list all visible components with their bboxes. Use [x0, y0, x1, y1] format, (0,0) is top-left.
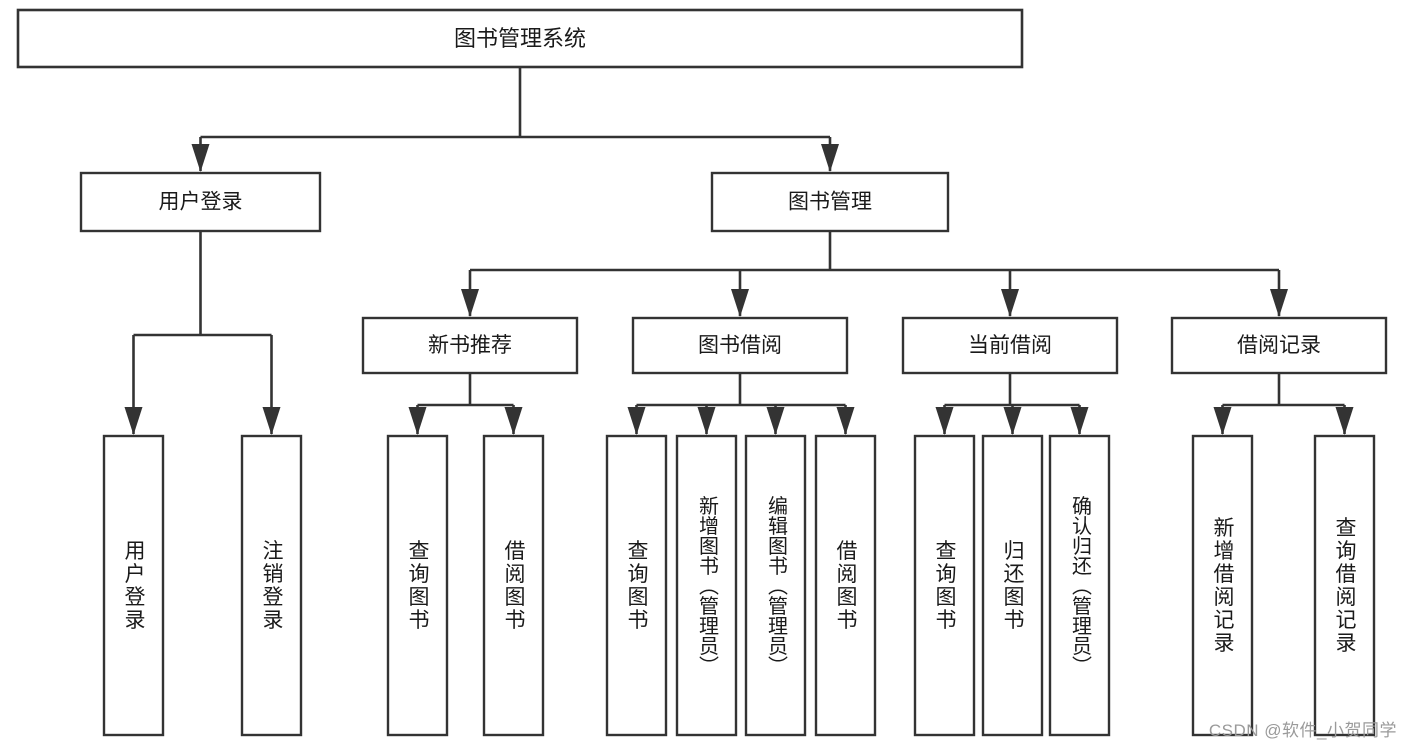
node-leaf-8[interactable]: 查询图书: [913, 434, 976, 737]
node-level1-1[interactable]: 图书管理: [710, 171, 950, 233]
node-level2-rect[interactable]: [901, 316, 1119, 375]
node-root[interactable]: 图书管理系统: [16, 8, 1024, 69]
node-leaf-label: 注销登录: [260, 540, 284, 632]
node-layer: 图书管理系统用户登录图书管理新书推荐图书借阅当前借阅借阅记录用户登录注销登录查询…: [16, 8, 1388, 737]
arrow-head-icon: [1213, 407, 1232, 435]
node-leaf-2[interactable]: 查询图书: [386, 434, 449, 737]
node-leaf-rect[interactable]: [1191, 434, 1254, 737]
node-leaf-label: 确认归还（管理员）: [1069, 495, 1092, 675]
node-leaf-0[interactable]: 用户登录: [102, 434, 165, 737]
node-leaf-7[interactable]: 借阅图书: [814, 434, 877, 737]
arrow-head-icon: [461, 289, 479, 317]
node-level1-label: 图书管理: [788, 191, 872, 214]
node-leaf-rect[interactable]: [482, 434, 545, 737]
arrow-head-icon: [1001, 289, 1019, 317]
node-level2-0[interactable]: 新书推荐: [361, 316, 579, 375]
arrow-head-icon: [935, 407, 954, 435]
arrow-head-icon: [408, 407, 427, 435]
node-level1-rect[interactable]: [710, 171, 950, 233]
node-leaf-rect[interactable]: [814, 434, 877, 737]
node-level2-rect[interactable]: [361, 316, 579, 375]
arrow-head-icon: [504, 407, 523, 435]
node-leaf-9[interactable]: 归还图书: [981, 434, 1044, 737]
node-level2-2[interactable]: 当前借阅: [901, 316, 1119, 375]
arrow-head-icon: [836, 407, 855, 435]
node-level2-label: 借阅记录: [1237, 334, 1321, 357]
node-leaf-rect[interactable]: [240, 434, 303, 737]
arrow-head-icon: [262, 407, 281, 435]
node-leaf-rect[interactable]: [1313, 434, 1376, 737]
node-leaf-12[interactable]: 查询借阅记录: [1313, 434, 1376, 737]
node-level1-rect[interactable]: [79, 171, 322, 233]
arrow-head-icon: [697, 407, 716, 435]
node-level2-3[interactable]: 借阅记录: [1170, 316, 1388, 375]
arrow-head-icon: [1335, 407, 1354, 435]
node-leaf-rect[interactable]: [675, 434, 738, 737]
node-leaf-4[interactable]: 查询图书: [605, 434, 668, 737]
node-leaf-label: 查询借阅记录: [1333, 517, 1357, 655]
node-level1-0[interactable]: 用户登录: [79, 171, 322, 233]
node-leaf-6[interactable]: 编辑图书（管理员）: [744, 434, 807, 737]
arrow-head-icon: [731, 289, 749, 317]
node-leaf-label: 借阅图书: [502, 540, 526, 632]
node-leaf-label: 归还图书: [1001, 540, 1025, 632]
node-leaf-5[interactable]: 新增图书（管理员）: [675, 434, 738, 737]
node-leaf-rect[interactable]: [913, 434, 976, 737]
node-level2-rect[interactable]: [631, 316, 849, 375]
node-level2-label: 新书推荐: [428, 334, 512, 357]
node-leaf-label: 编辑图书（管理员）: [765, 495, 788, 675]
node-leaf-10[interactable]: 确认归还（管理员）: [1048, 434, 1111, 737]
node-level2-1[interactable]: 图书借阅: [631, 316, 849, 375]
arrow-head-icon: [191, 144, 210, 172]
arrow-head-icon: [124, 407, 143, 435]
node-leaf-rect[interactable]: [386, 434, 449, 737]
node-leaf-label: 新增借阅记录: [1211, 517, 1235, 655]
node-leaf-label: 查询图书: [933, 540, 957, 632]
node-level2-label: 当前借阅: [968, 334, 1052, 357]
arrow-head-icon: [766, 407, 785, 435]
node-leaf-label: 借阅图书: [834, 540, 858, 632]
node-leaf-rect[interactable]: [744, 434, 807, 737]
csdn-watermark: CSDN @软件_小贺同学: [1208, 721, 1397, 740]
node-leaf-11[interactable]: 新增借阅记录: [1191, 434, 1254, 737]
arrow-head-icon: [627, 407, 646, 435]
node-leaf-3[interactable]: 借阅图书: [482, 434, 545, 737]
node-root-label: 图书管理系统: [454, 26, 586, 51]
node-level2-rect[interactable]: [1170, 316, 1388, 375]
node-leaf-rect[interactable]: [102, 434, 165, 737]
node-level1-label: 用户登录: [159, 191, 243, 214]
node-leaf-1[interactable]: 注销登录: [240, 434, 303, 737]
node-level2-label: 图书借阅: [698, 334, 782, 357]
node-leaf-rect[interactable]: [981, 434, 1044, 737]
node-leaf-label: 用户登录: [122, 540, 146, 632]
arrow-head-icon: [821, 144, 839, 172]
node-leaf-label: 查询图书: [406, 540, 430, 632]
node-leaf-rect[interactable]: [1048, 434, 1111, 737]
node-leaf-label: 新增图书（管理员）: [696, 495, 719, 675]
arrow-head-icon: [1270, 289, 1288, 317]
node-leaf-rect[interactable]: [605, 434, 668, 737]
arrow-head-icon: [1003, 407, 1022, 435]
arrow-head-icon: [1070, 407, 1089, 435]
node-root-rect[interactable]: [16, 8, 1024, 69]
node-leaf-label: 查询图书: [625, 540, 649, 632]
connector-layer: [124, 67, 1354, 435]
